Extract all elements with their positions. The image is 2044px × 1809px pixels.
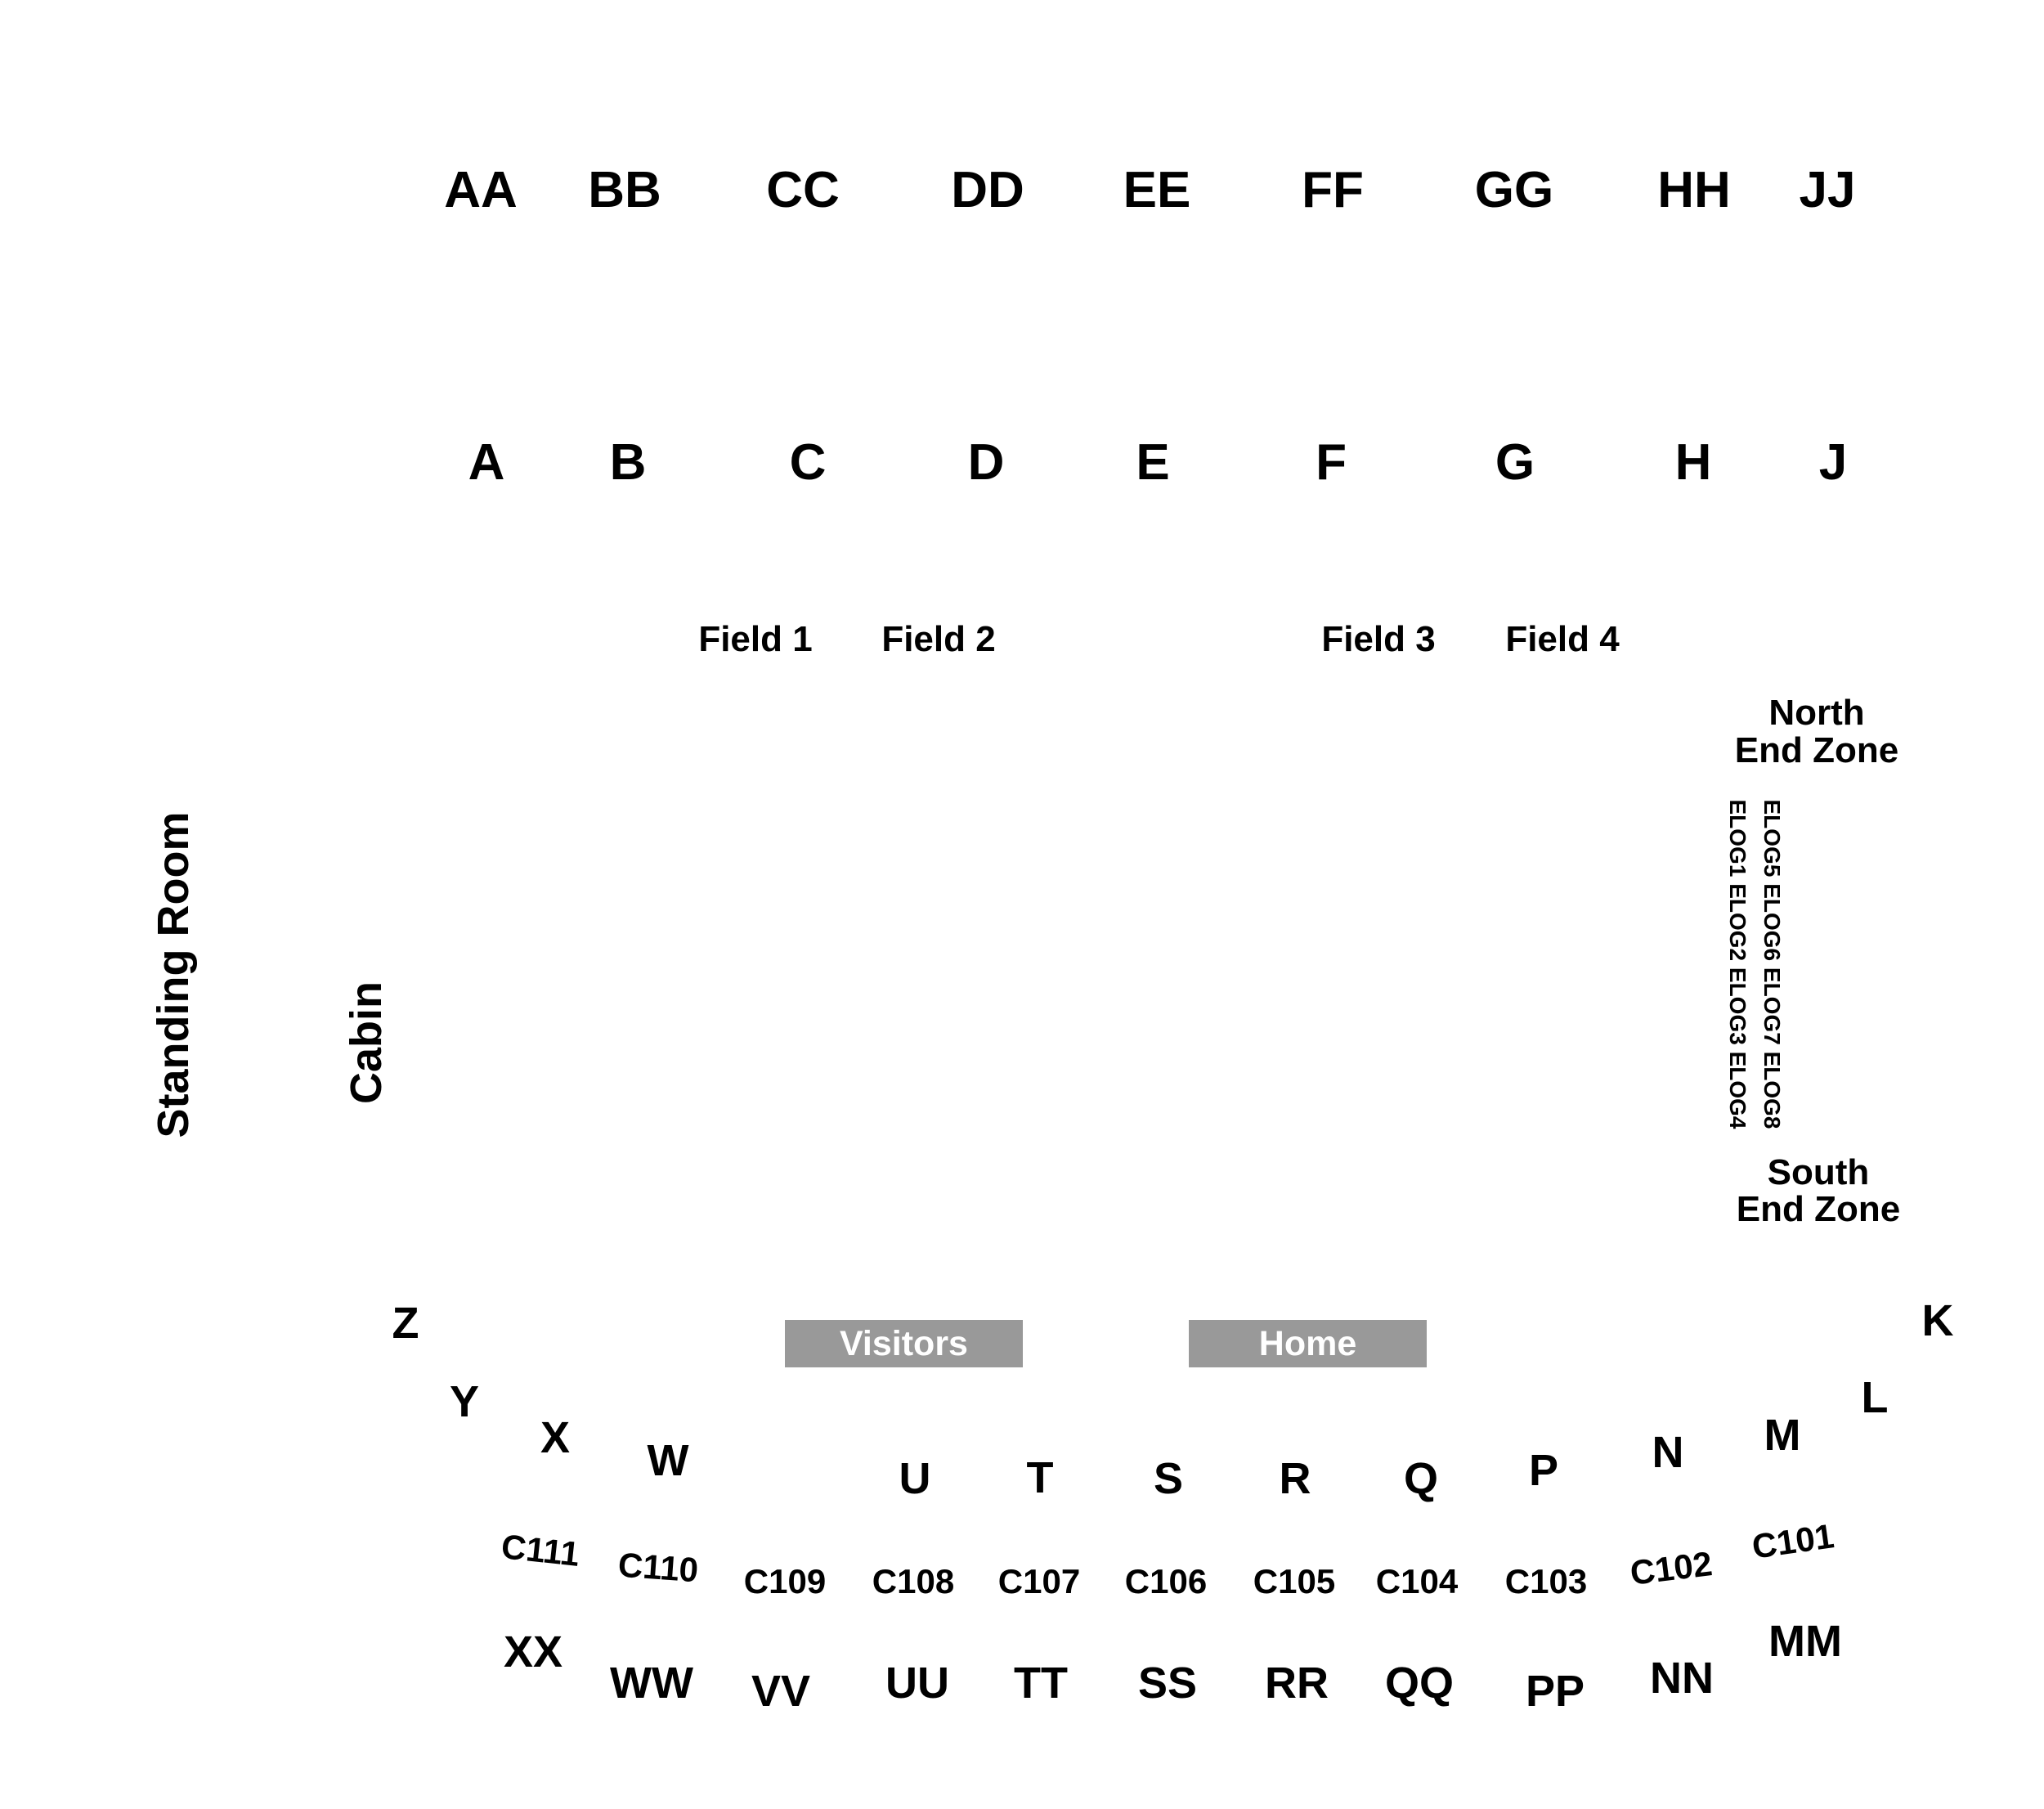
section-c111[interactable]: C111: [499, 1527, 582, 1573]
section-w[interactable]: W: [647, 1436, 689, 1485]
section-g[interactable]: G: [1495, 434, 1535, 491]
section-r[interactable]: R: [1279, 1454, 1311, 1503]
section-t[interactable]: T: [1026, 1453, 1054, 1502]
section-nn[interactable]: NN: [1650, 1654, 1714, 1703]
section-c102[interactable]: C102: [1628, 1544, 1715, 1592]
elog-5-8[interactable]: ELOG5 ELOG6 ELOG7 ELOG8: [1759, 799, 1785, 1129]
section-k[interactable]: K: [1921, 1296, 1954, 1345]
section-ff[interactable]: FF: [1302, 162, 1364, 218]
section-vv[interactable]: VV: [751, 1667, 811, 1716]
section-xx[interactable]: XX: [503, 1627, 563, 1677]
section-uu[interactable]: UU: [885, 1659, 949, 1708]
section-l[interactable]: L: [1861, 1373, 1889, 1422]
section-f[interactable]: F: [1316, 434, 1347, 491]
section-c[interactable]: C: [789, 434, 827, 491]
section-qq[interactable]: QQ: [1384, 1659, 1455, 1708]
section-c104[interactable]: C104: [1375, 1562, 1459, 1600]
standing-room[interactable]: Standing Room: [149, 811, 198, 1138]
section-q[interactable]: Q: [1403, 1454, 1439, 1503]
cabin[interactable]: Cabin: [342, 981, 391, 1105]
section-field-2[interactable]: Field 2: [881, 619, 996, 659]
section-c110[interactable]: C110: [616, 1545, 700, 1590]
home-bench: Home: [1189, 1320, 1427, 1367]
section-gg[interactable]: GG: [1474, 162, 1554, 218]
section-cc[interactable]: CC: [766, 162, 840, 218]
section-c103[interactable]: C103: [1504, 1562, 1588, 1600]
section-dd[interactable]: DD: [951, 162, 1024, 218]
north-end-zone-line-2[interactable]: End Zone: [1734, 730, 1899, 770]
section-pp[interactable]: PP: [1525, 1667, 1585, 1716]
section-m[interactable]: M: [1764, 1411, 1801, 1460]
section-c105[interactable]: C105: [1253, 1562, 1336, 1600]
section-field-3[interactable]: Field 3: [1321, 619, 1436, 659]
section-a[interactable]: A: [468, 434, 505, 491]
section-x[interactable]: X: [540, 1413, 571, 1462]
section-n[interactable]: N: [1652, 1428, 1684, 1477]
section-e[interactable]: E: [1136, 434, 1170, 491]
section-aa[interactable]: AA: [444, 162, 518, 218]
section-h[interactable]: H: [1674, 434, 1712, 491]
section-c109[interactable]: C109: [743, 1562, 827, 1600]
section-ww[interactable]: WW: [610, 1659, 693, 1708]
section-p[interactable]: P: [1528, 1446, 1559, 1495]
section-ee[interactable]: EE: [1123, 162, 1191, 218]
section-u[interactable]: U: [899, 1454, 931, 1503]
section-mm[interactable]: MM: [1768, 1617, 1842, 1666]
section-bb[interactable]: BB: [588, 162, 661, 218]
section-s[interactable]: S: [1153, 1454, 1184, 1503]
section-d[interactable]: D: [967, 434, 1005, 491]
section-y[interactable]: Y: [449, 1377, 480, 1426]
section-c107[interactable]: C107: [997, 1562, 1081, 1600]
north-end-zone-line-1[interactable]: North: [1768, 693, 1865, 733]
section-hh[interactable]: HH: [1657, 162, 1731, 218]
south-end-zone-line-2[interactable]: End Zone: [1736, 1189, 1901, 1229]
elog-1-4[interactable]: ELOG1 ELOG2 ELOG3 ELOG4: [1725, 799, 1750, 1129]
section-jj[interactable]: JJ: [1799, 162, 1856, 218]
section-c108[interactable]: C108: [872, 1562, 955, 1600]
south-end-zone-line-1[interactable]: South: [1767, 1152, 1870, 1192]
section-z[interactable]: Z: [392, 1299, 419, 1348]
section-c101[interactable]: C101: [1749, 1516, 1836, 1566]
section-tt[interactable]: TT: [1014, 1659, 1068, 1708]
section-field-4[interactable]: Field 4: [1505, 619, 1620, 659]
section-b[interactable]: B: [609, 434, 647, 491]
section-rr[interactable]: RR: [1265, 1659, 1329, 1708]
section-ss[interactable]: SS: [1137, 1659, 1198, 1708]
section-field-1[interactable]: Field 1: [698, 619, 813, 659]
visitors-bench: Visitors: [785, 1320, 1023, 1367]
section-c106[interactable]: C106: [1124, 1562, 1208, 1600]
section-j[interactable]: J: [1818, 434, 1848, 491]
